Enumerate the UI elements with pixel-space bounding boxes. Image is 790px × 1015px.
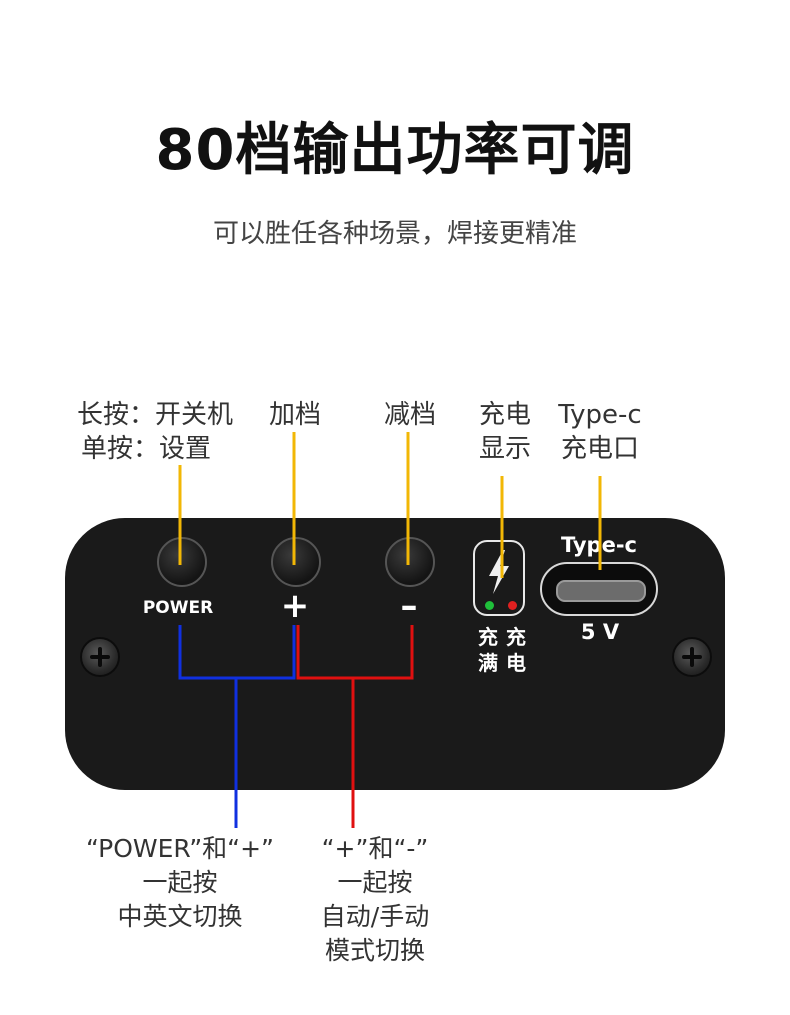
minus-callout: 减档 bbox=[375, 398, 445, 432]
indicator-full-line1: 充 bbox=[478, 625, 498, 649]
mode-switch-callout: “+”和“-” 一起按 自动/手动 模式切换 bbox=[290, 832, 460, 968]
charge-indicator-callout-line1: 充电 bbox=[478, 400, 531, 430]
minus-callout-line1: 减档 bbox=[383, 400, 436, 430]
plus-callout: 加档 bbox=[260, 398, 330, 432]
indicator-full-label: 充 满 bbox=[474, 624, 502, 676]
mode-switch-line2: 一起按 bbox=[337, 868, 413, 897]
plus-button[interactable] bbox=[271, 537, 321, 587]
voltage-label: 5 V bbox=[580, 620, 620, 644]
usb-c-tongue bbox=[556, 580, 646, 602]
language-switch-line1: “POWER”和“+” bbox=[85, 834, 275, 863]
right-screw-icon bbox=[672, 637, 712, 677]
power-callout: 长按：开关机 单按：设置 bbox=[70, 398, 240, 466]
language-switch-line2: 一起按 bbox=[142, 868, 218, 897]
power-button[interactable] bbox=[157, 537, 207, 587]
blue-combo-line bbox=[178, 625, 296, 680]
minus-button[interactable] bbox=[385, 537, 435, 587]
power-callout-line2: 单按：设置 bbox=[80, 434, 211, 464]
page-title: 80档输出功率可调 bbox=[155, 118, 635, 183]
typec-callout: Type-c 充电口 bbox=[548, 398, 652, 466]
led-charging-icon bbox=[508, 601, 517, 610]
left-screw-icon bbox=[80, 637, 120, 677]
charge-indicator-callout-line2: 显示 bbox=[478, 434, 531, 464]
red-combo-line bbox=[296, 625, 414, 680]
plus-callout-line1: 加档 bbox=[268, 400, 321, 430]
mode-switch-line3: 自动/手动 bbox=[320, 902, 430, 931]
typec-callout-line2: 充电口 bbox=[560, 434, 639, 464]
language-switch-line3: 中英文切换 bbox=[117, 902, 243, 931]
charge-indicator-callout: 充电 显示 bbox=[470, 398, 540, 466]
yellow-leaders bbox=[178, 432, 602, 578]
page-subtitle: 可以胜任各种场景，焊接更精准 bbox=[212, 219, 577, 249]
power-callout-line1: 长按：开关机 bbox=[76, 400, 233, 430]
indicator-charging-line2: 电 bbox=[506, 651, 526, 675]
typec-callout-line1: Type-c bbox=[558, 400, 642, 430]
lightning-icon bbox=[489, 550, 509, 594]
indicator-full-line2: 满 bbox=[478, 651, 498, 675]
indicator-charging-label: 充 电 bbox=[502, 624, 530, 676]
mode-switch-line1: “+”和“-” bbox=[321, 834, 429, 863]
minus-label: – bbox=[400, 586, 418, 626]
indicator-charging-line1: 充 bbox=[506, 625, 526, 649]
led-full-icon bbox=[485, 601, 494, 610]
power-label: POWER bbox=[142, 598, 214, 618]
plus-label: + bbox=[280, 586, 310, 626]
language-switch-callout: “POWER”和“+” 一起按 中英文切换 bbox=[60, 832, 300, 934]
mode-switch-line4: 模式切换 bbox=[324, 936, 425, 965]
charge-indicator bbox=[473, 540, 525, 616]
